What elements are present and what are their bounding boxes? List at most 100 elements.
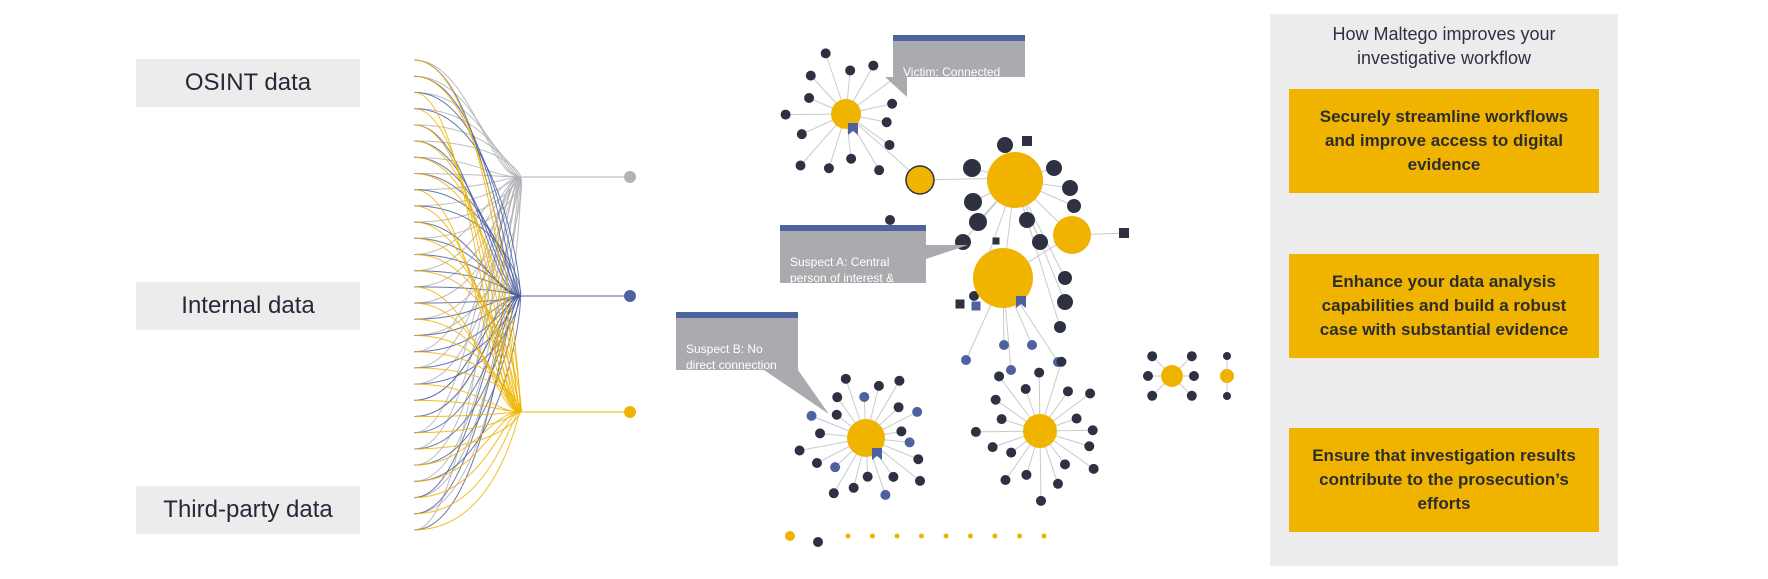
cluster-hub-node: [1023, 414, 1057, 448]
flow-line: [413, 295, 630, 304]
graph-node: [1000, 474, 1011, 485]
source-label-osint: OSINT data: [136, 59, 360, 107]
flow-line: [413, 302, 630, 413]
source-label-internal-text: Internal data: [181, 292, 315, 319]
flow-line: [413, 172, 630, 178]
small-hub-node: [1161, 365, 1183, 387]
connected-hub-node: [1053, 216, 1091, 254]
flow-line: [413, 176, 630, 499]
graph-node: [994, 371, 1005, 382]
graph-node: [1189, 371, 1199, 381]
graph-node: [1035, 495, 1046, 506]
graph-node: [1062, 180, 1078, 196]
source-label-third-party: Third-party data: [136, 486, 360, 534]
graph-node: [1057, 294, 1073, 310]
flow-line: [413, 295, 630, 531]
graph-node: [795, 160, 806, 171]
graph-node: [881, 117, 892, 128]
graph-node: [1058, 271, 1072, 285]
bookmark-icon: [1016, 296, 1026, 308]
graph-node: [1088, 463, 1099, 474]
bookmark-icon: [872, 448, 882, 460]
bookmark-icon: [848, 123, 858, 135]
graph-node: [1027, 340, 1037, 350]
graph-node: [1006, 447, 1017, 458]
flow-line: [413, 176, 630, 385]
flow-line: [413, 295, 630, 515]
graph-node: [963, 159, 981, 177]
benefit-card-2-text: Enhance your data analysis capabilities …: [1319, 272, 1569, 339]
callout-victim-text: Victim: Connected to a suspect A: [903, 65, 1001, 95]
suspect-a-node: [973, 248, 1033, 308]
graph-node: [859, 391, 870, 402]
graph-node: [1071, 413, 1082, 424]
graph-node: [1147, 390, 1158, 401]
graph-node: [999, 340, 1009, 350]
graph-node: [785, 531, 795, 541]
graph-node: [796, 129, 807, 140]
flow-line: [413, 270, 630, 413]
graph-node: [1143, 371, 1153, 381]
flow-line: [413, 91, 630, 297]
tiny-hub-node: [1220, 369, 1234, 383]
flow-line: [413, 205, 630, 297]
flow-line: [413, 295, 630, 418]
graph-node: [1223, 392, 1231, 400]
graph-node: [880, 489, 891, 500]
flow-line: [413, 176, 630, 418]
flow-line: [413, 411, 630, 418]
graph-node: [1034, 367, 1045, 378]
graph-node: [990, 394, 1001, 405]
flow-bundle-yellow: [413, 59, 630, 531]
graph-node: [1062, 386, 1073, 397]
benefit-card-3: Ensure that investigation results contri…: [1289, 428, 1599, 532]
graph-node: [811, 457, 822, 468]
graph-node: [794, 445, 805, 456]
flow-line: [413, 176, 630, 288]
graph-node: [913, 454, 924, 465]
graph-square-node: [992, 237, 1000, 245]
flow-line: [413, 91, 630, 178]
graph-node: [1041, 533, 1047, 539]
graph-node: [969, 291, 979, 301]
flow-hub-blue: [624, 290, 636, 302]
benefit-card-2: Enhance your data analysis capabilities …: [1289, 254, 1599, 358]
graph-node: [806, 410, 817, 421]
graph-node: [894, 375, 905, 386]
graph-square-node: [955, 299, 965, 309]
graph-node: [874, 165, 885, 176]
flow-line: [413, 237, 630, 413]
flow-line: [413, 156, 630, 297]
graph-node: [868, 60, 879, 71]
flow-line: [413, 318, 630, 413]
flow-line: [413, 176, 630, 320]
graph-node: [1186, 351, 1197, 362]
flow-line: [413, 295, 630, 450]
graph-node: [845, 65, 856, 76]
flow-line: [413, 176, 630, 531]
flow-line: [413, 176, 630, 434]
callout-suspect-a-text: Suspect A: Central person of interest & …: [790, 255, 895, 301]
callout-suspect-a-pointer: [926, 245, 968, 259]
flow-line: [413, 124, 630, 178]
flow-line: [413, 295, 630, 466]
graph-node: [840, 373, 851, 384]
flow-bundle-blue: [413, 59, 630, 531]
flow-line: [413, 172, 630, 413]
flow-line: [413, 189, 630, 297]
flow-line: [413, 108, 630, 297]
flow-hub-gray: [624, 171, 636, 183]
graph-node: [987, 442, 998, 453]
intermediate-node: [905, 165, 935, 195]
graph-node: [1085, 388, 1096, 399]
callout-suspect-b-text: Suspect B: No direct connection to the v…: [686, 342, 777, 388]
graph-node: [1019, 212, 1035, 228]
suspect-b-node: [847, 419, 885, 457]
flow-line: [413, 383, 630, 413]
graph-node: [912, 406, 923, 417]
flow-line: [413, 253, 630, 297]
flow-line: [413, 270, 630, 297]
graph-node: [1056, 356, 1067, 367]
graph-node: [832, 392, 843, 403]
graph-node: [970, 426, 981, 437]
